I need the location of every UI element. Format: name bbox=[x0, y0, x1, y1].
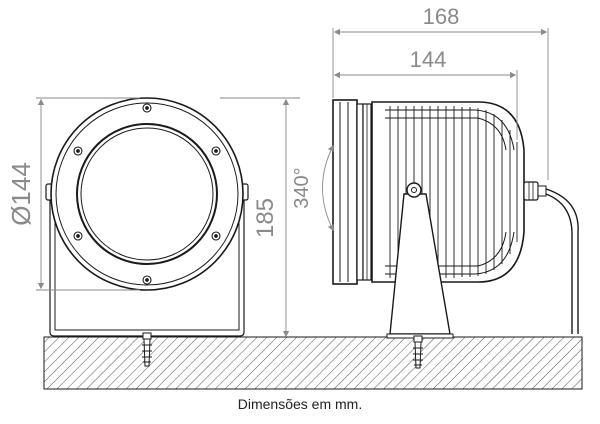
anchor-bolt-icon bbox=[142, 332, 152, 367]
caption: Dimensões em mm. bbox=[237, 396, 363, 412]
dimension-144-label: 144 bbox=[410, 47, 447, 72]
dimension-168-label: 168 bbox=[423, 4, 460, 29]
dimension-lines bbox=[36, 28, 549, 338]
ground-slab bbox=[43, 336, 583, 390]
screw-icon bbox=[73, 103, 221, 285]
dimension-185-label: 185 bbox=[252, 198, 279, 238]
dimension-diameter-label: Ø144 bbox=[6, 162, 36, 226]
side-view bbox=[332, 99, 579, 369]
anchor-bolt-icon bbox=[413, 335, 423, 369]
front-view bbox=[45, 97, 249, 367]
rotation-angle-label: 340° bbox=[291, 167, 313, 208]
